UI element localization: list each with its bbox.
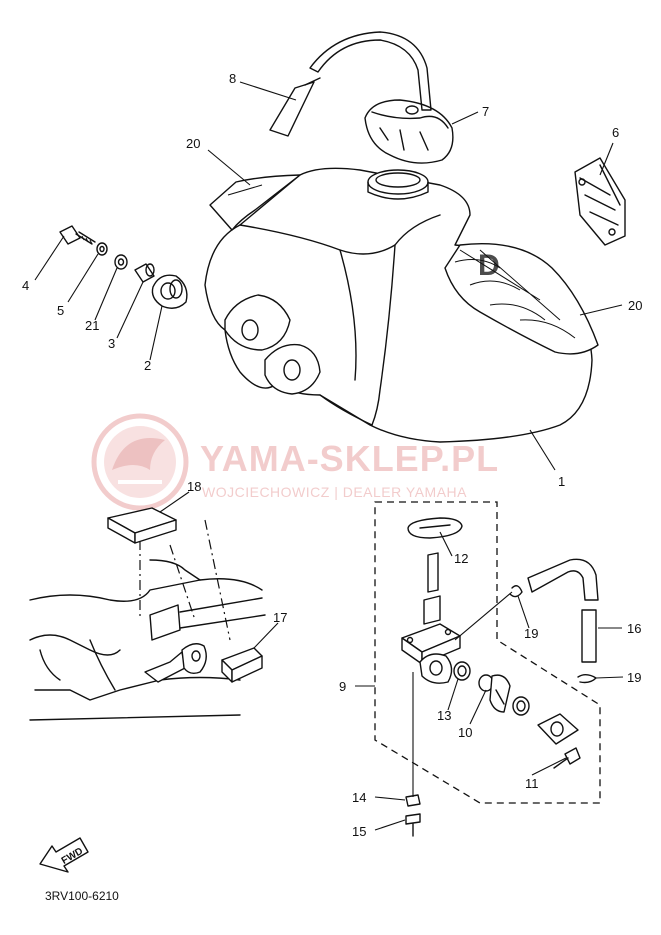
clip-19-lower (577, 674, 597, 684)
diagram-code: 3RV100-6210 (45, 889, 119, 903)
callout-16: 16 (627, 621, 641, 636)
fwd-arrow-icon: FWD (39, 837, 89, 873)
callout-9: 9 (339, 679, 346, 694)
bolt-4 (59, 225, 96, 245)
callout-19-upper: 19 (524, 626, 538, 641)
callout-13: 13 (437, 708, 451, 723)
callout-10: 10 (458, 725, 472, 740)
fuel-hose-16 (527, 558, 599, 663)
watermark: YAMA-SKLEP.PL WOJCIECHOWICZ | DEALER YAM… (91, 413, 499, 511)
callout-18: 18 (187, 479, 201, 494)
callout-14: 14 (352, 790, 366, 805)
callout-8: 8 (229, 71, 236, 86)
frame-inset (29, 519, 266, 721)
callout-4: 4 (22, 278, 29, 293)
callout-15: 15 (352, 824, 366, 839)
nut-14 (405, 794, 421, 807)
callout-2: 2 (144, 358, 151, 373)
emblem-letter-icon: D (478, 249, 500, 282)
damper-17 (221, 647, 263, 683)
callout-5: 5 (57, 303, 64, 318)
collar-3 (134, 263, 155, 283)
fuel-cap (364, 99, 454, 164)
callout-6: 6 (612, 125, 619, 140)
screw-11 (553, 747, 581, 769)
watermark-logo (91, 413, 189, 511)
screw-15 (405, 813, 421, 837)
callout-3: 3 (108, 336, 115, 351)
leader-lines (34, 81, 624, 831)
fuel-tank (204, 167, 593, 443)
clip-19-upper (509, 585, 523, 598)
callout-20-right: 20 (628, 298, 642, 313)
callout-11: 11 (525, 776, 539, 791)
damper-18 (107, 507, 177, 544)
gasket-10 (478, 674, 511, 713)
callout-1: 1 (558, 474, 565, 489)
o-ring-13 (453, 661, 471, 681)
emblem-left (209, 174, 301, 231)
breather-hose (269, 31, 432, 137)
damper-plate (574, 157, 626, 246)
callout-labels: 1 2 3 4 5 6 7 8 9 10 11 12 13 14 15 16 1… (22, 71, 642, 839)
emblem-right: D (444, 242, 599, 355)
callout-12: 12 (454, 551, 468, 566)
filter-12 (407, 517, 463, 539)
plate-cover (537, 713, 579, 745)
callout-21: 21 (85, 318, 99, 333)
callout-7: 7 (482, 104, 489, 119)
watermark-subtitle: WOJCIECHOWICZ | DEALER YAMAHA (202, 484, 467, 500)
grommet-2 (151, 274, 188, 309)
washer-5 (96, 242, 108, 256)
fuel-cock-assy-boundary (374, 501, 601, 804)
callout-20-left: 20 (186, 136, 200, 151)
lever (512, 696, 530, 716)
watermark-title: YAMA-SKLEP.PL (200, 438, 499, 479)
callout-17: 17 (273, 610, 287, 625)
washer-21 (114, 254, 128, 270)
callout-19-lower: 19 (627, 670, 641, 685)
fuel-cock-body (401, 552, 461, 684)
